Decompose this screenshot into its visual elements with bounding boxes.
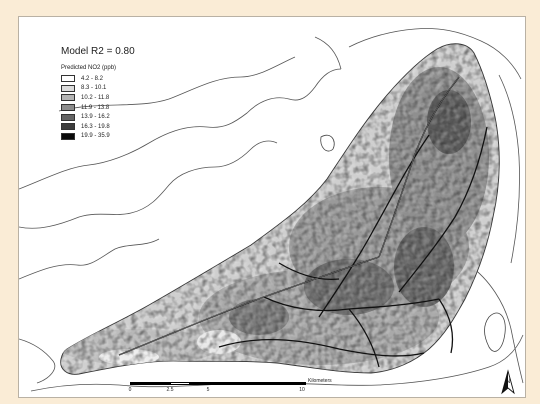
scale-tick-label: 0 — [128, 387, 132, 393]
scale-segment — [210, 382, 306, 385]
legend-swatch — [61, 132, 75, 140]
scale-unit-label: Kilometers — [308, 378, 332, 384]
legend-label: 8.3 - 10.1 — [81, 85, 107, 92]
legend-swatch — [61, 84, 75, 92]
legend-swatch — [61, 113, 75, 121]
shoreline-contours — [19, 28, 524, 392]
map-frame: Model R2 = 0.80 Predicted NO2 (ppb) 4.2 … — [18, 16, 526, 398]
scale-segment — [170, 382, 190, 385]
legend-label: 4.2 - 8.2 — [81, 75, 104, 82]
legend-label: 19.9 - 35.9 — [81, 133, 110, 140]
legend-swatch — [61, 104, 75, 112]
model-r2-label: Model R2 = 0.80 — [61, 46, 135, 57]
legend-label: 11.9 - 13.8 — [81, 104, 110, 111]
legend-item: 11.9 - 13.8 — [61, 103, 116, 113]
legend-label: 13.9 - 16.2 — [81, 114, 110, 121]
north-arrow: N — [498, 369, 518, 395]
scale-tick-label: 5 — [206, 387, 210, 393]
legend-item: 10.2 - 11.8 — [61, 93, 116, 103]
highway-casing — [118, 76, 460, 356]
scale-segment — [190, 382, 210, 385]
north-arrow-icon: N — [501, 369, 515, 395]
legend-item: 8.3 - 10.1 — [61, 84, 116, 94]
legend-title: Predicted NO2 (ppb) — [61, 65, 117, 71]
scale-tick-label: 10 — [299, 387, 305, 393]
legend-item: 4.2 - 8.2 — [61, 74, 116, 84]
river-islands — [320, 134, 506, 352]
no2-map-canvas — [19, 28, 524, 392]
legend-label: 10.2 - 11.8 — [81, 94, 110, 101]
scale-segment — [130, 382, 170, 385]
north-arrow-letter: N — [506, 379, 510, 385]
legend-swatch — [61, 123, 75, 131]
scale-bar: 0 2.5 5 10 Kilometers — [128, 378, 332, 397]
legend-item: 16.3 - 19.8 — [61, 122, 116, 132]
legend-item: 13.9 - 16.2 — [61, 112, 116, 122]
legend-swatch — [61, 75, 75, 83]
legend-item: 19.9 - 35.9 — [61, 132, 116, 142]
legend-label: 16.3 - 19.8 — [81, 123, 110, 130]
legend-swatch — [61, 94, 75, 102]
legend: Predicted NO2 (ppb) 4.2 - 8.2 8.3 - 10.1… — [61, 65, 116, 141]
scale-tick-label: 2.5 — [166, 387, 174, 393]
